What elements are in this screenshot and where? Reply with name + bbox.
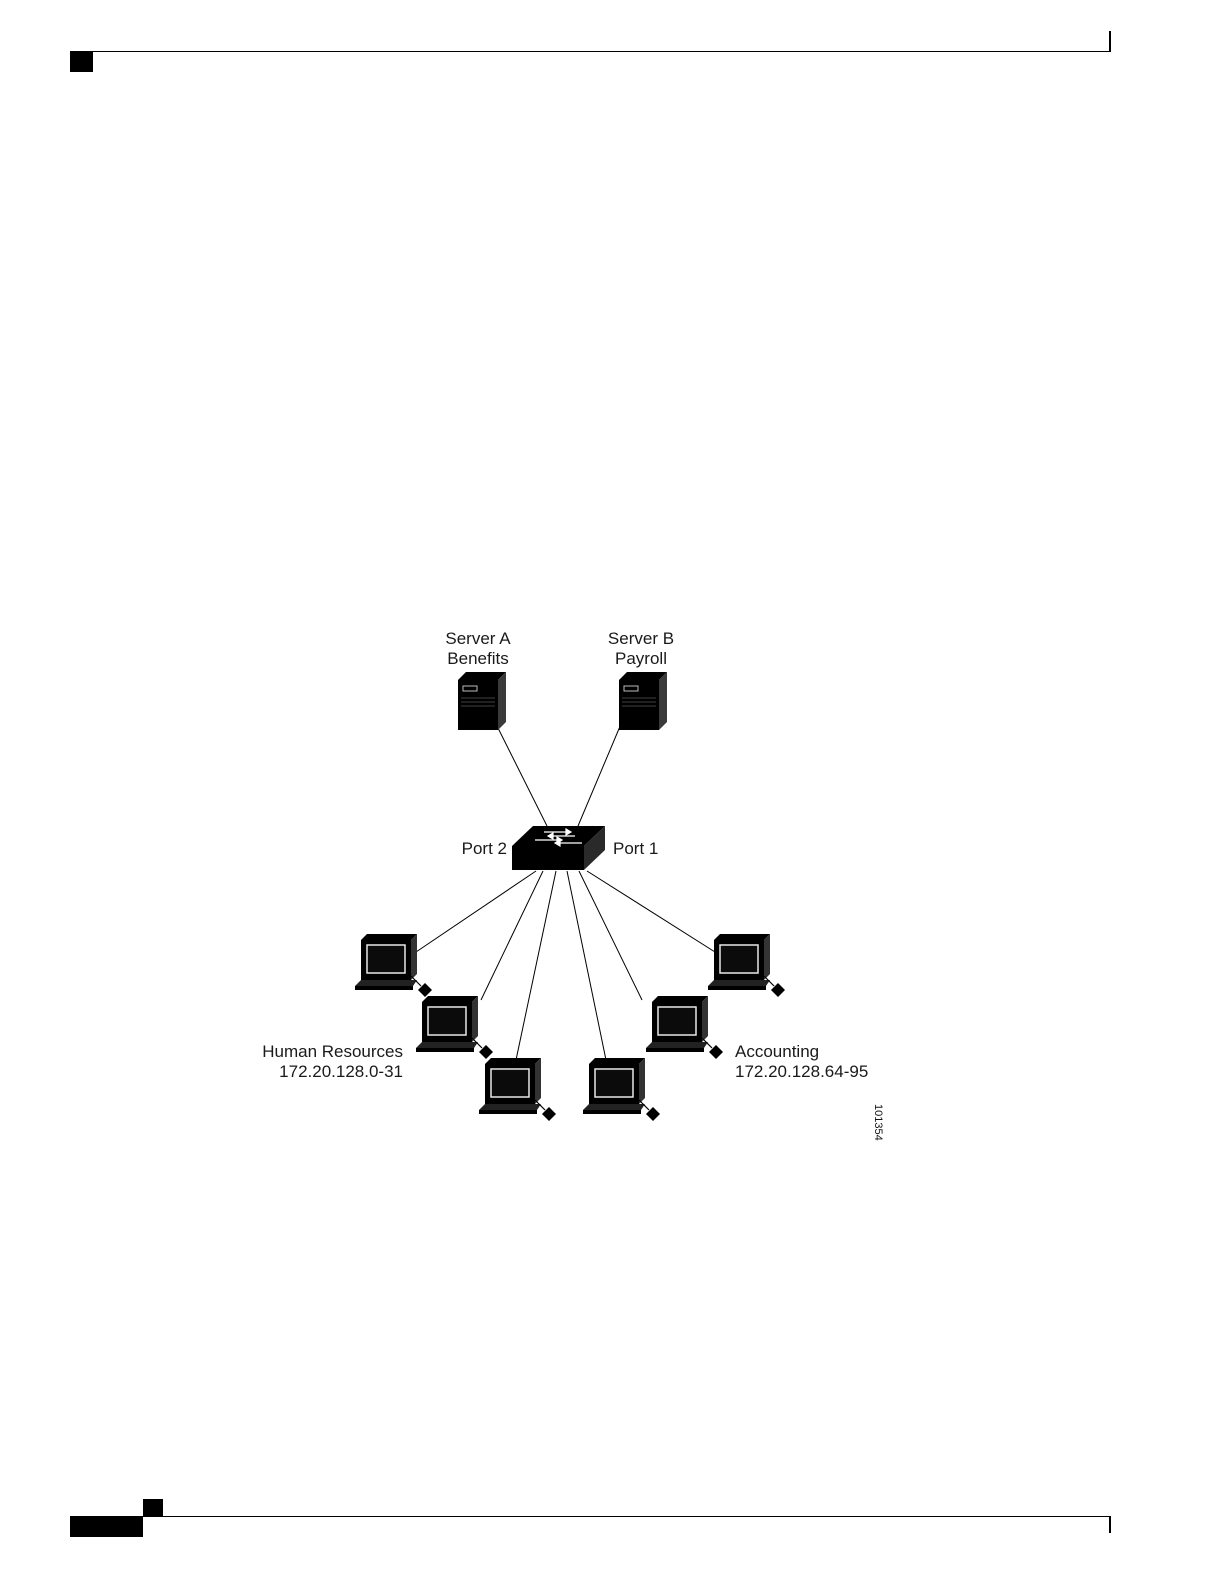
accounting-group-name: Accounting [735, 1042, 868, 1062]
link-pc-6 [587, 871, 715, 952]
hr-group-subnet: 172.20.128.0-31 [228, 1062, 403, 1082]
pc-icon-hr-1 [355, 934, 432, 997]
server-a-role: Benefits [428, 649, 528, 669]
link-pc-5 [579, 871, 642, 1000]
link-pc-3 [516, 871, 556, 1060]
server-a-icon [458, 672, 506, 730]
link-server-b [578, 724, 621, 826]
port-1-label: Port 1 [613, 839, 658, 859]
server-a-label: Server A Benefits [428, 629, 528, 669]
switch-icon [512, 826, 605, 870]
pc-icon-acct-2 [646, 996, 723, 1059]
pc-icon-hr-3 [479, 1058, 556, 1121]
hr-group-label: Human Resources 172.20.128.0-31 [228, 1042, 403, 1082]
server-b-name: Server B [591, 629, 691, 649]
server-a-name: Server A [428, 629, 528, 649]
server-b-label: Server B Payroll [591, 629, 691, 669]
figure-id: 101354 [872, 1104, 884, 1141]
server-b-icon [619, 672, 667, 730]
link-pc-4 [567, 871, 606, 1060]
link-pc-2 [481, 871, 543, 1000]
pc-icon-acct-1 [583, 1058, 660, 1121]
pc-icon-hr-2 [416, 996, 493, 1059]
hr-group-name: Human Resources [228, 1042, 403, 1062]
server-b-role: Payroll [591, 649, 691, 669]
accounting-group-label: Accounting 172.20.128.64-95 [735, 1042, 868, 1082]
pc-icon-acct-3 [708, 934, 785, 997]
accounting-group-subnet: 172.20.128.64-95 [735, 1062, 868, 1082]
link-pc-1 [416, 871, 536, 952]
link-server-a [496, 724, 547, 826]
port-2-label: Port 2 [440, 839, 507, 859]
